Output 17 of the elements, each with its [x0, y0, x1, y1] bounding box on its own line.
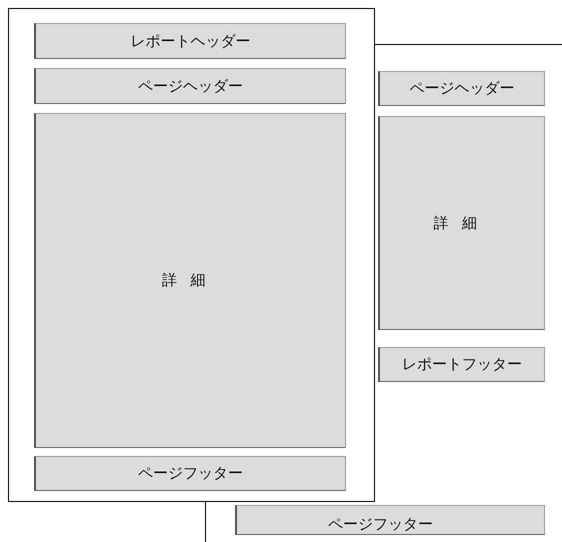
section-label: ページフッター: [138, 465, 243, 483]
report-section: [378, 347, 545, 382]
section-label: ページヘッダー: [410, 80, 514, 98]
report-section: [235, 505, 545, 535]
report-section: [378, 71, 545, 106]
section-label: レポートフッター: [402, 356, 522, 374]
report-section: [34, 68, 346, 104]
section-label: 詳細: [434, 214, 490, 232]
section-label: 詳細: [162, 272, 219, 290]
report-section: [34, 23, 346, 59]
section-label: レポートヘッダー: [130, 32, 250, 50]
report-section: [34, 113, 346, 448]
report-section: [34, 456, 346, 491]
page-outline: [8, 8, 375, 502]
section-label: ページヘッダー: [138, 78, 243, 96]
report-section: [378, 116, 545, 330]
section-label: ページフッター: [328, 516, 433, 534]
